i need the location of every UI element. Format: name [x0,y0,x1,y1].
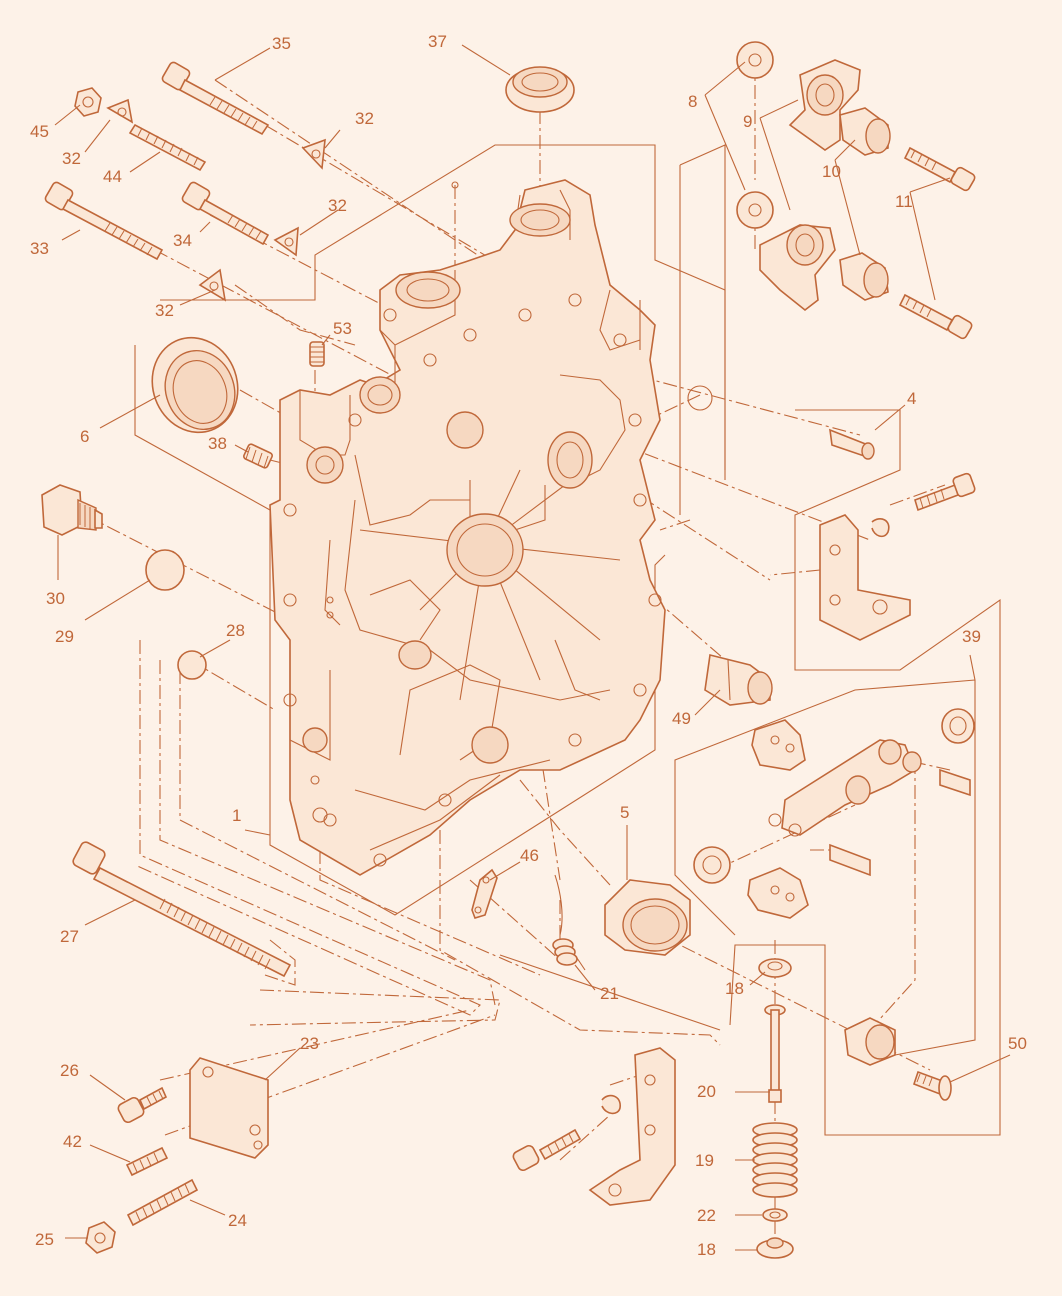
callout-35: 35 [272,34,291,53]
callout-4: 4 [907,389,917,408]
callout-39: 39 [962,627,981,646]
callout-1: 1 [232,806,242,825]
setscrew-53 [309,341,325,367]
callout-18a: 18 [725,979,744,998]
callout-29: 29 [55,627,74,646]
callout-9: 9 [743,112,753,131]
nut-25 [85,1221,116,1254]
bushing-10-bottom [839,252,889,301]
callout-19: 19 [695,1151,714,1170]
callout-28: 28 [226,621,245,640]
callout-45: 45 [30,122,49,141]
callout-37: 37 [428,32,447,51]
callout-22: 22 [697,1206,716,1225]
plug-30 [41,484,103,536]
washer-upper-right [871,518,890,538]
pin-39-right [939,768,971,797]
callout-42: 42 [63,1132,82,1151]
callout-27: 27 [60,927,79,946]
callout-32a: 32 [62,149,81,168]
bracket-upper [819,514,911,641]
setscrew-42 [125,1146,169,1177]
callout-53: 53 [333,319,352,338]
callout-21: 21 [600,984,619,1003]
bracket-lower-39 [747,867,809,919]
bushing-39-top [941,708,975,744]
bushing-5 [604,879,691,956]
leader-lines [54,44,1011,1251]
callout-32d: 32 [155,301,174,320]
callout-32b: 32 [355,109,374,128]
bolt-35 [161,61,270,136]
spring-19 [752,1122,798,1198]
callout-18b: 18 [697,1240,716,1259]
callout-30: 30 [46,589,65,608]
oring-29 [145,549,185,591]
washer-8-top [736,41,774,79]
washer-lower-centre [601,1094,621,1115]
group-outline-top [160,144,726,480]
group-outline-right [729,409,1001,1136]
callout-33: 33 [30,239,49,258]
callout-10: 10 [822,162,841,181]
callout-25: 25 [35,1230,54,1249]
callout-32c: 32 [328,196,347,215]
lever-assembly-39 [768,739,922,837]
screw-11-top [903,146,976,192]
bushing-49 [704,654,773,706]
callout-23: 23 [300,1034,319,1053]
callout-5: 5 [620,803,630,822]
lever-9-bottom [759,224,836,312]
callout-6: 6 [80,427,90,446]
nut-45 [74,87,102,117]
callout-20: 20 [697,1082,716,1101]
screw-11-bottom [898,293,973,340]
oring-28 [177,650,207,680]
washers-32 [106,98,326,302]
callout-38: 38 [208,434,227,453]
screw-upper-right [914,472,976,512]
callout-46: 46 [520,846,539,865]
setscrew-38 [243,443,273,469]
seal-37 [505,66,575,113]
pin-4 [829,428,875,460]
bushing-39-bottom [844,1017,896,1066]
bolt-27 [72,841,292,978]
callout-49: 49 [672,709,691,728]
washer-18-top [758,958,792,978]
bolt-33 [44,181,164,261]
lever-9-top [788,59,861,151]
callout-24: 24 [228,1211,247,1230]
seal-6 [151,336,239,434]
callout-44: 44 [103,167,122,186]
group-outline-lower [499,954,721,1031]
main-housing [269,179,713,876]
callout-50: 50 [1008,1034,1027,1053]
bracket-upper-39 [751,719,806,771]
pin-20 [764,1004,786,1103]
spring-21 [552,874,586,971]
clip-46 [471,868,498,919]
screw-50 [912,1070,952,1101]
bolt-44 [128,123,207,172]
bushing-39-left [693,846,731,884]
screw-26 [117,1086,168,1124]
group-outline-39 [674,679,976,1056]
callout-26: 26 [60,1061,79,1080]
bolt-34 [181,181,270,246]
washer-8-bottom [736,191,774,229]
screw-lower-centre [512,1128,582,1172]
washer-22 [762,1208,788,1222]
callout-8: 8 [688,92,698,111]
callout-11: 11 [895,192,913,211]
callout-34: 34 [173,231,192,250]
pin-39-middle [829,843,871,877]
group-outline-8 [679,144,726,515]
washer-18-bottom [756,1237,794,1259]
cover-23 [189,1057,269,1159]
bracket-lower [588,1047,676,1206]
stud-24 [126,1178,199,1227]
